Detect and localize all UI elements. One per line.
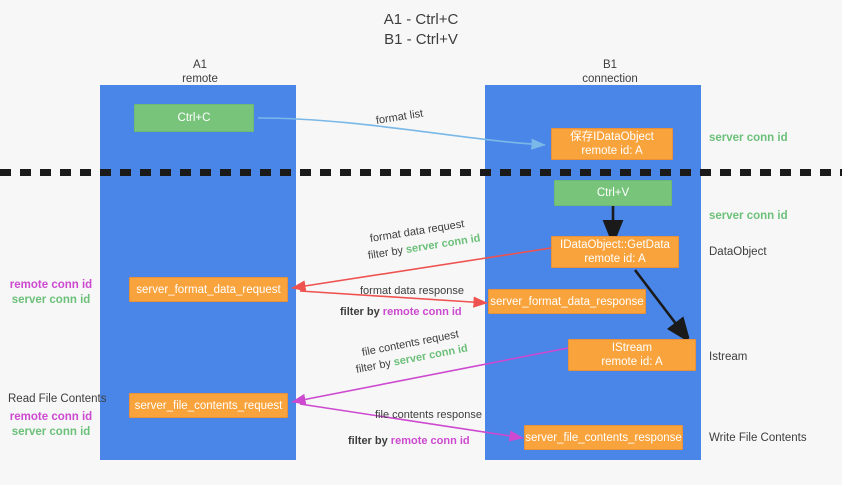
lane-header-b1-sub: connection	[582, 73, 638, 85]
node-server-format-data-request-label: server_format_data_request	[136, 283, 281, 296]
lane-header-a1-name: A1	[192, 59, 208, 71]
annotation-read-file-contents: Read File Contents	[8, 393, 107, 405]
edge-label-file-contents-response: file contents response	[375, 408, 482, 422]
edge-label-format-data-response-text: format data response	[360, 285, 464, 297]
node-server-format-data-response-label: server_format_data_response	[490, 295, 644, 308]
node-server-format-data-response[interactable]: server_format_data_response	[488, 289, 646, 314]
edge-label-format-list: format list	[375, 107, 424, 128]
node-ctrl-v[interactable]: Ctrl+V	[554, 180, 672, 206]
node-ctrl-v-label: Ctrl+V	[596, 187, 630, 199]
edge-filter-file-contents-response-value: remote conn id	[390, 435, 470, 447]
edge-label-file-contents-response-text: file contents response	[375, 409, 483, 421]
node-ctrl-c-label: Ctrl+C	[177, 112, 211, 124]
node-getdata-line2: remote id: A	[584, 253, 646, 265]
edge-filter-file-contents-response-prefix: filter by	[348, 435, 391, 447]
node-getdata[interactable]: IDataObject::GetData remote id: A	[551, 236, 679, 268]
node-save-dataobject-line1: 保存IDataObject	[570, 131, 654, 143]
title-line-1: A1 - Ctrl+C	[383, 11, 459, 28]
edge-filter-file-contents-response: filter by remote conn id	[348, 434, 470, 448]
edge-label-format-data-response: format data response	[360, 284, 464, 298]
node-save-dataobject-line2: remote id: A	[581, 145, 643, 157]
node-getdata-line1: IDataObject::GetData	[560, 239, 670, 251]
node-server-file-contents-response-label: server_file_contents_response	[525, 431, 682, 444]
edge-filter-format-data-response-value: remote conn id	[382, 306, 462, 318]
annotation-server-conn-id-2: server conn id	[709, 210, 788, 222]
annotation-server-conn-id-1: server conn id	[709, 132, 788, 144]
annotation-write-file-contents: Write File Contents	[709, 432, 807, 444]
edge-filter-format-data-response: filter by remote conn id	[340, 305, 462, 319]
annotation-conn-pair-2: remote conn id server conn id	[4, 410, 98, 440]
edge-label-format-list-text: format list	[375, 107, 425, 127]
lane-header-a1-sub: remote	[182, 73, 218, 85]
lane-header-a1: A1 remote	[140, 58, 260, 86]
annotation-conn-pair-2-server: server conn id	[11, 426, 91, 438]
edge-filter-file-contents-request-prefix: filter by	[354, 356, 395, 376]
title-line-2: B1 - Ctrl+V	[384, 31, 458, 48]
annotation-conn-pair-1-remote: remote conn id	[9, 279, 93, 291]
edge-filter-format-data-request-prefix: filter by	[367, 244, 407, 262]
node-server-file-contents-request[interactable]: server_file_contents_request	[129, 393, 288, 418]
node-server-format-data-request[interactable]: server_format_data_request	[129, 277, 288, 302]
node-istream-line1: IStream	[611, 342, 653, 354]
node-istream-line2: remote id: A	[601, 356, 663, 368]
annotation-dataobject: DataObject	[709, 246, 767, 258]
edge-filter-format-data-response-prefix: filter by	[340, 306, 383, 318]
annotation-conn-pair-1-server: server conn id	[11, 294, 91, 306]
annotation-istream: Istream	[709, 351, 748, 363]
node-ctrl-c[interactable]: Ctrl+C	[134, 104, 254, 132]
lane-header-b1-name: B1	[602, 59, 618, 71]
node-server-file-contents-response[interactable]: server_file_contents_response	[524, 425, 683, 450]
node-server-file-contents-request-label: server_file_contents_request	[134, 399, 283, 412]
annotation-conn-pair-1: remote conn id server conn id	[4, 278, 98, 308]
lane-header-b1: B1 connection	[550, 58, 670, 86]
node-istream[interactable]: IStream remote id: A	[568, 339, 696, 371]
node-save-dataobject[interactable]: 保存IDataObject remote id: A	[551, 128, 673, 160]
annotation-conn-pair-2-remote: remote conn id	[9, 411, 93, 423]
page-title: A1 - Ctrl+C B1 - Ctrl+V	[0, 10, 842, 50]
